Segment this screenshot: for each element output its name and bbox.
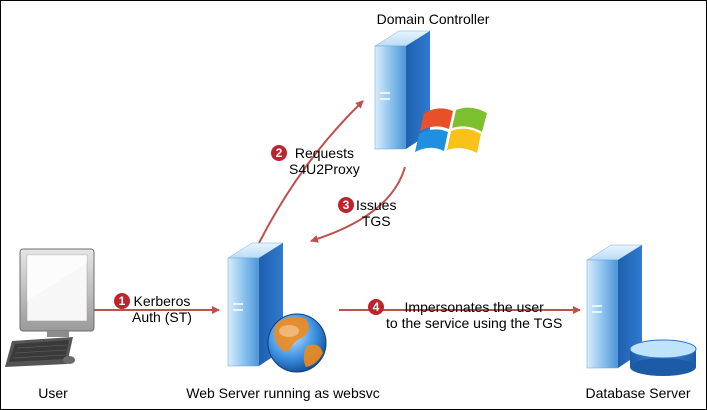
step-3-line-1: Issues [356,197,397,213]
globe-icon [267,313,327,373]
step-2-line-2: S4U2Proxy [289,161,360,177]
step-4-label: 4 Impersonates the user to the service u… [368,299,562,331]
step-4-line-1: Impersonates the user [404,299,544,315]
windows-logo-icon [415,107,487,153]
user-label: User [38,385,68,401]
database-server-label: Database Server [585,385,691,401]
database-cylinder-icon [629,339,697,376]
domain-controller-server-icon [374,30,431,150]
step-2-line-1: Requests [294,145,354,161]
step-4-badge: 4 [368,299,384,315]
step-1-badge: 1 [114,293,130,309]
step-3-label: 3 Issues TGS [338,197,396,229]
user-computer-icon [5,248,95,367]
connectors [94,100,581,314]
step-4-line-2: to the service using the TGS [386,315,563,331]
arrow-webserver-to-dc [258,100,364,244]
database-server-icon [586,244,643,369]
step-2-badge: 2 [271,145,287,161]
step-3-badge: 3 [338,197,354,213]
step-3-line-2: TGS [361,213,391,229]
arrow-dc-to-webserver [310,166,406,243]
web-server-label: Web Server running as websvc [186,385,380,401]
domain-controller-label: Domain Controller [376,11,490,27]
step-1-line-2: Auth (ST) [132,309,192,325]
step-2-label: 2 Requests S4U2Proxy [271,145,360,177]
step-1-line-1: Kerberos [133,293,191,309]
step-1-label: 1 Kerberos Auth (ST) [114,293,192,325]
